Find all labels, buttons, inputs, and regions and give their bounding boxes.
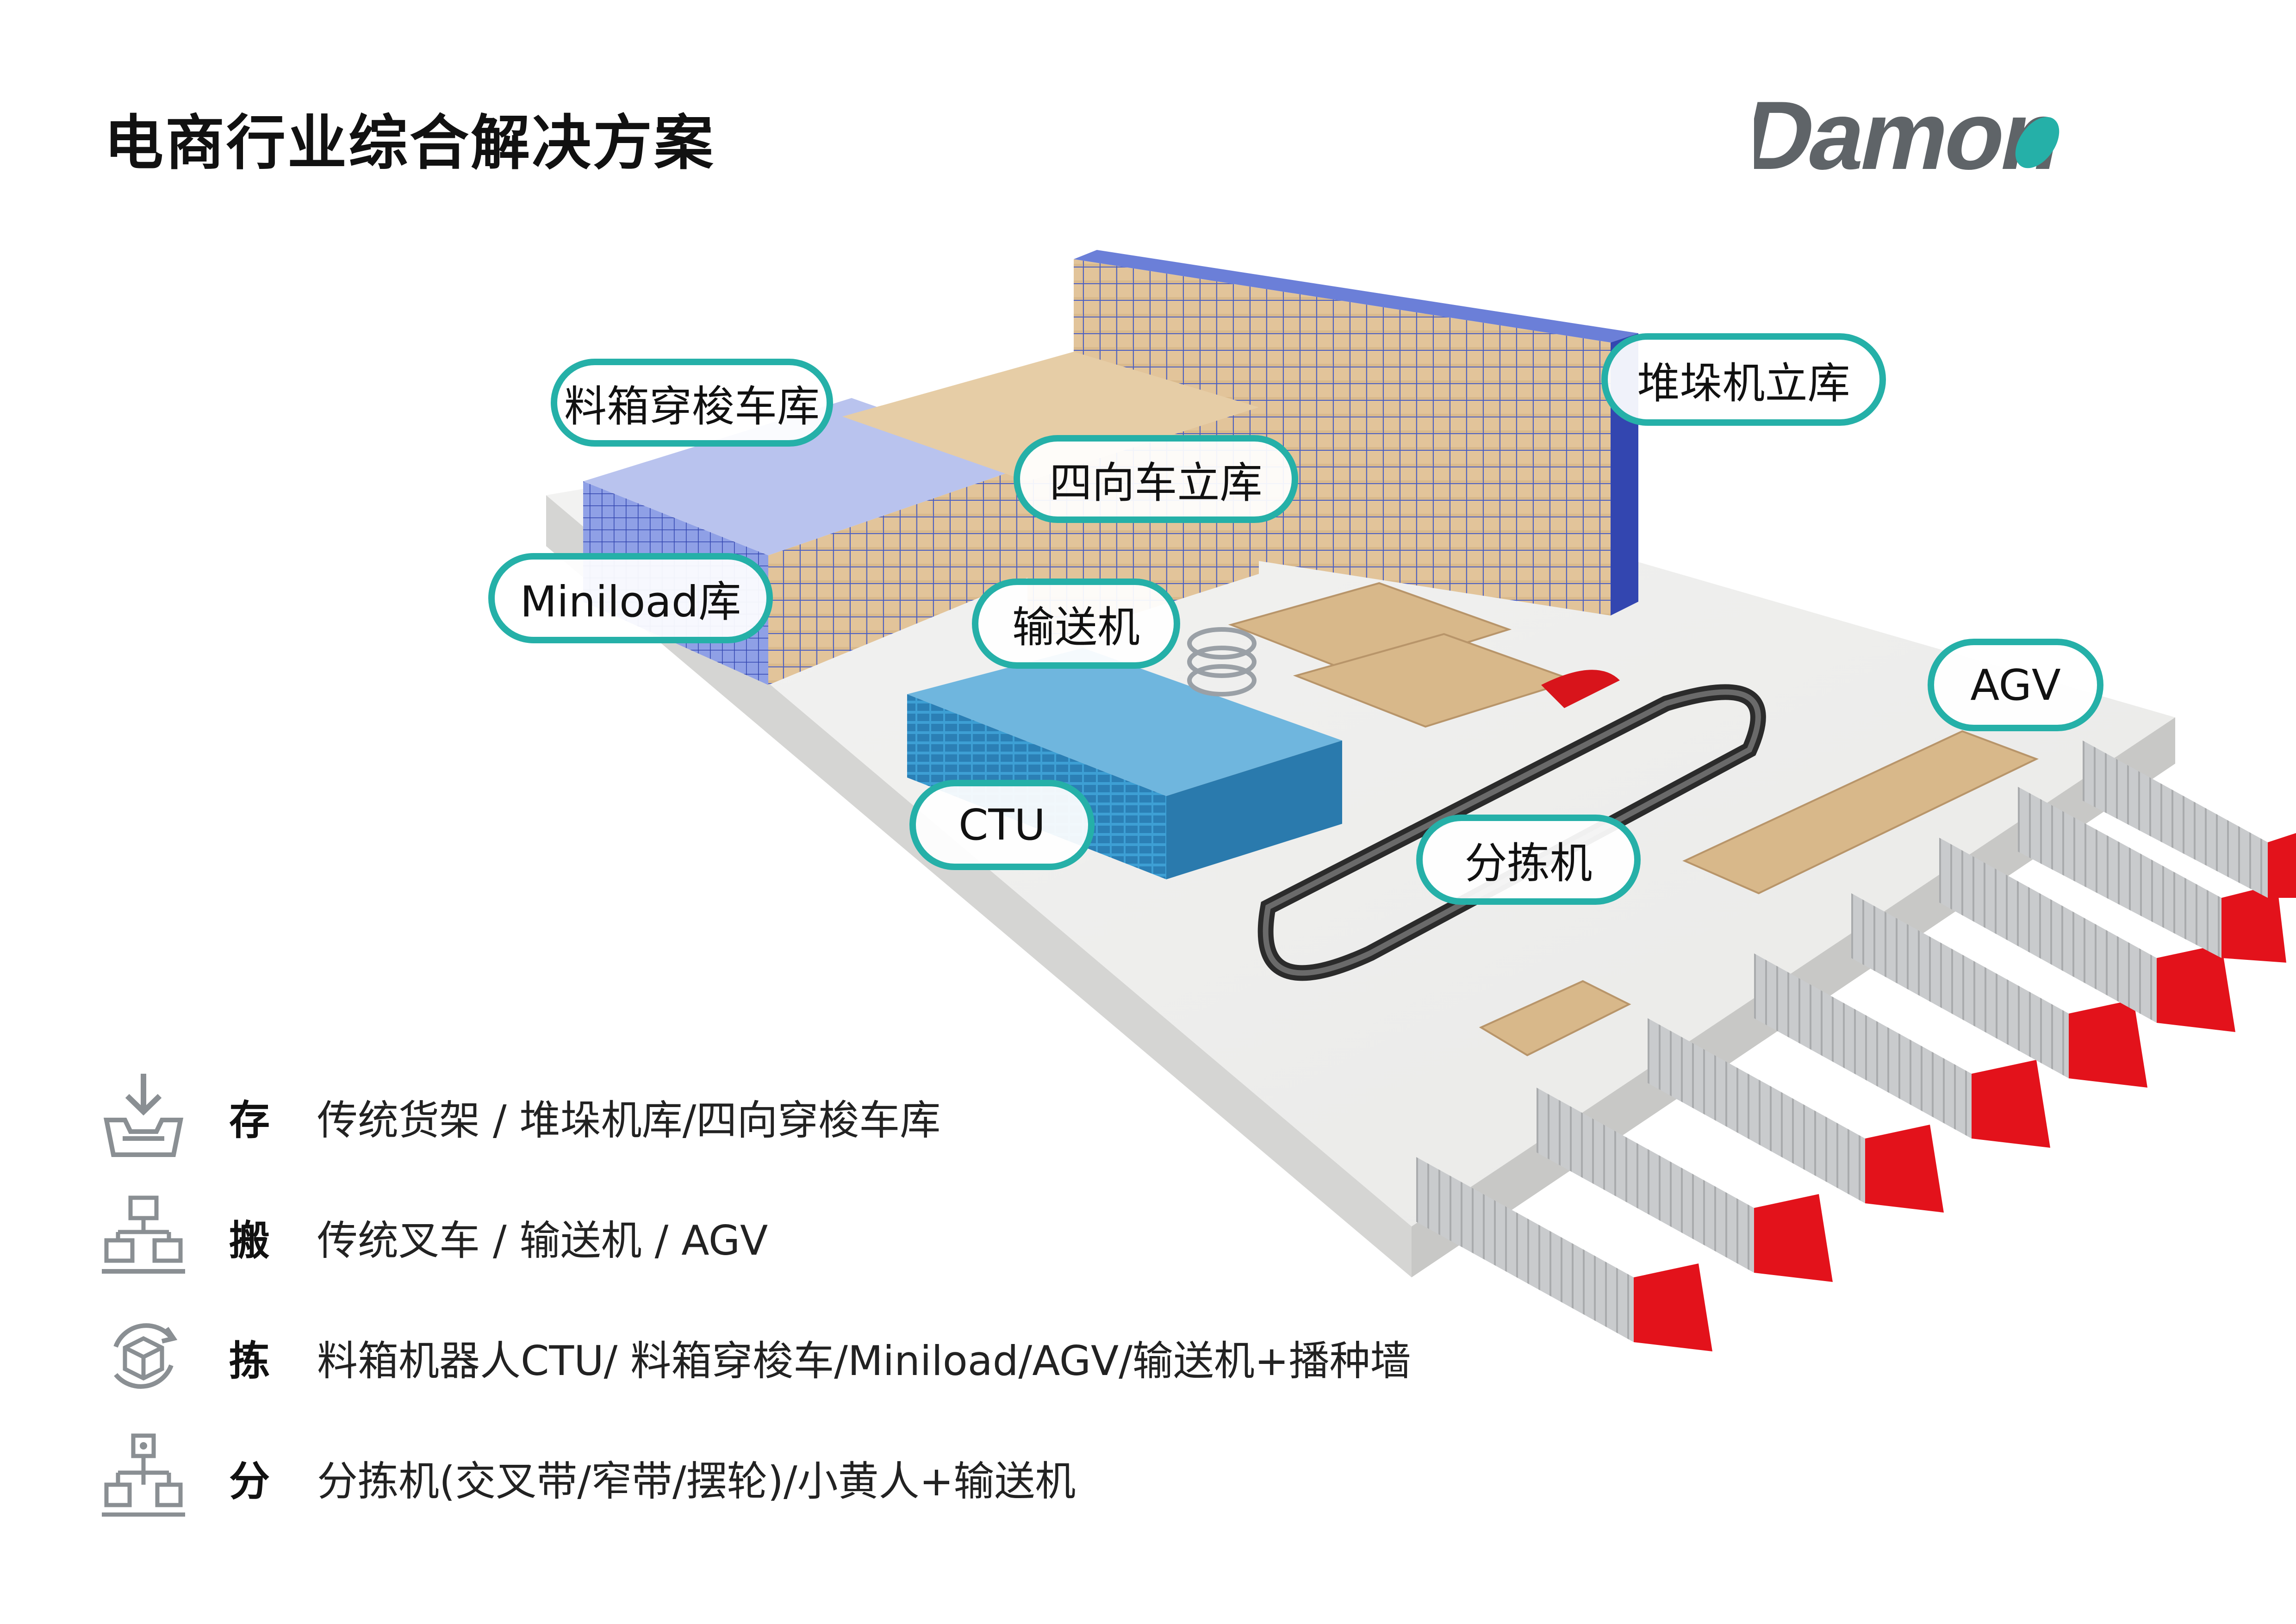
spiral-conveyor <box>1187 627 1257 697</box>
pallet-area-dock <box>1479 730 2039 1057</box>
logo-leaf-icon <box>2015 117 2060 168</box>
callout-sorter: 分拣机 <box>1416 815 1641 905</box>
callout-stacker: 堆垛机立库 <box>1601 333 1886 426</box>
legend-item-storage: 存 传统货架 / 堆垛机库/四向穿梭车库 <box>97 1069 1578 1162</box>
page-title: 电商行业综合解决方案 <box>104 109 716 178</box>
legend-key: 拣 <box>229 1337 270 1385</box>
logo-wordmark: Damon <box>1754 88 2071 190</box>
legend-item-sorting: 分 分拣机(交叉带/窄带/摆轮)/小黄人+输送机 <box>97 1430 1578 1523</box>
callout-miniload: Miniload库 <box>488 553 773 643</box>
picking-cycle-icon <box>113 1323 178 1389</box>
legend-text: 传统货架 / 堆垛机库/四向穿梭车库 <box>317 1096 941 1144</box>
callout-agv: AGV <box>1928 639 2103 731</box>
truck-fleet <box>1416 740 2296 1351</box>
callout-ctu: CTU <box>909 780 1095 870</box>
damon-logo: Damon <box>1754 88 2071 190</box>
truck <box>1537 1088 1833 1282</box>
truck <box>1648 1018 1944 1213</box>
legend-text: 料箱机器人CTU/ 料箱穿梭车/Miniload/AGV/输送机+播种墙 <box>317 1337 1411 1385</box>
legend-item-picking: 拣 料箱机器人CTU/ 料箱穿梭车/Miniload/AGV/输送机+播种墙 <box>97 1310 1578 1402</box>
callout-conveyor: 输送机 <box>972 579 1180 669</box>
truck <box>1851 893 2147 1088</box>
transport-hierarchy-icon <box>102 1195 185 1274</box>
truck <box>1754 953 2050 1148</box>
sorting-tree-icon <box>102 1433 185 1517</box>
legend-item-transport: 搬 传统叉车 / 输送机 / AGV <box>97 1189 1578 1282</box>
truck <box>2083 740 2296 898</box>
truck <box>1416 1157 1712 1351</box>
callout-shuttle-bin: 料箱穿梭车库 <box>551 359 833 447</box>
legend-key: 分 <box>229 1457 270 1505</box>
callout-four-way: 四向车立库 <box>1014 435 1298 523</box>
legend-text: 分拣机(交叉带/窄带/摆轮)/小黄人+输送机 <box>317 1457 1076 1505</box>
legend-key: 搬 <box>229 1217 270 1264</box>
legend-key: 存 <box>229 1096 270 1144</box>
truck <box>1939 838 2235 1032</box>
legend-text: 传统叉车 / 输送机 / AGV <box>317 1217 768 1264</box>
storage-tray-icon <box>103 1074 184 1157</box>
truck <box>2018 787 2286 963</box>
